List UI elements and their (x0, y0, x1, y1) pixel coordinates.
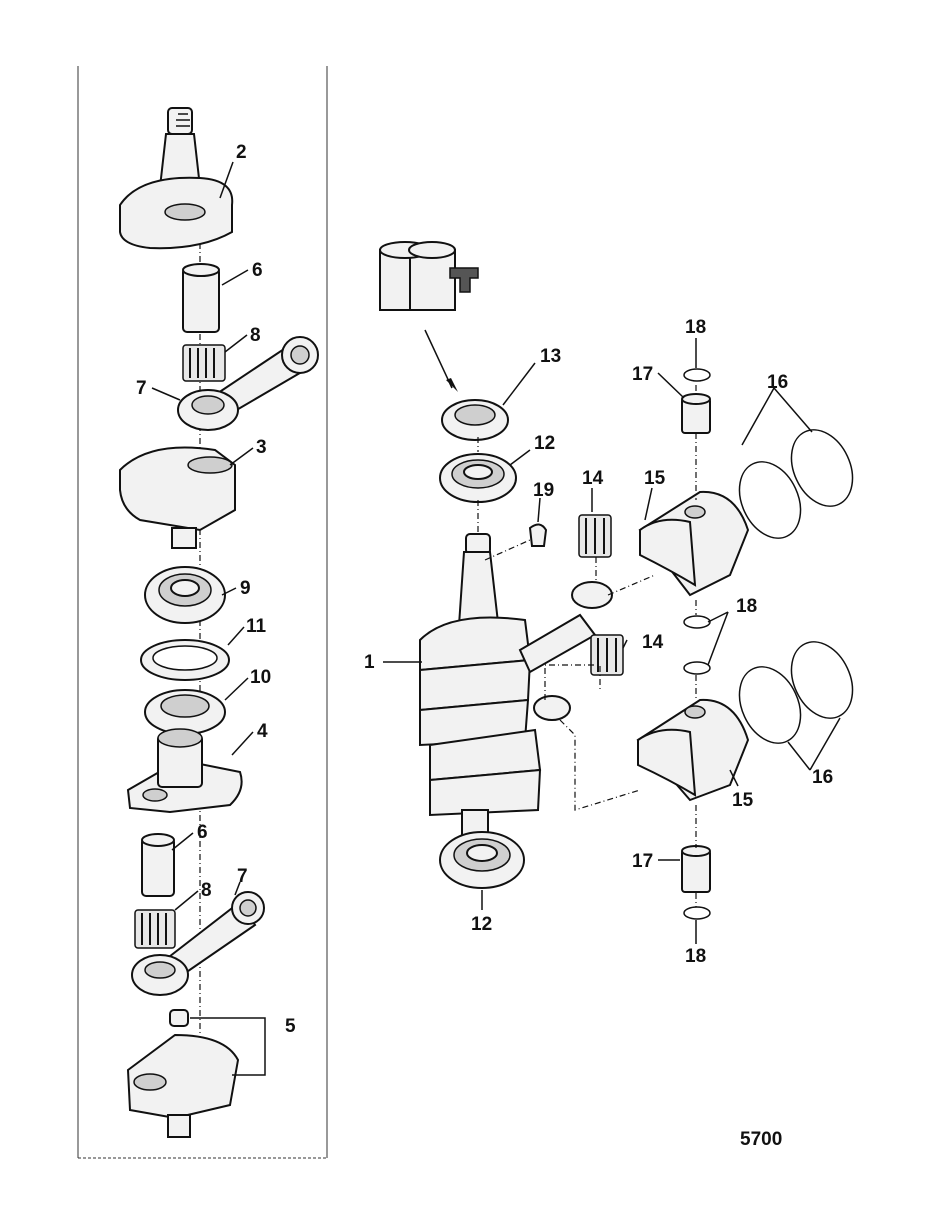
needle-bearing-lower-right (590, 634, 624, 676)
connecting-rod-lower (131, 891, 265, 996)
callout-15-lower: 15 (732, 790, 754, 811)
callout-18-top: 18 (685, 317, 706, 338)
bottom-crank-web (126, 1009, 240, 1138)
lower-main-bearing (439, 831, 525, 889)
callout-8: 8 (250, 325, 261, 346)
callout-16-lower: 16 (812, 767, 833, 788)
callout-7-lower: 7 (237, 866, 248, 887)
alignment-lines (477, 385, 697, 907)
crank-pin-lower (141, 833, 175, 897)
callout-19: 19 (533, 480, 554, 501)
needle-bearing-upper-right (578, 514, 612, 558)
callout-12-upper: 12 (534, 433, 555, 454)
callout-14-lower: 14 (642, 632, 664, 653)
needle-bearing-lower (134, 909, 176, 949)
callout-1: 1 (364, 652, 375, 673)
callout-2: 2 (236, 142, 247, 163)
callout-6-lower: 6 (197, 822, 208, 843)
callout-17-lower: 17 (632, 851, 653, 872)
figure-number: 5700 (740, 1129, 782, 1150)
upper-seal (441, 399, 509, 441)
callout-9: 9 (240, 578, 251, 599)
callout-13: 13 (540, 346, 561, 367)
seal-center (144, 689, 226, 735)
callout-5: 5 (285, 1016, 296, 1037)
seal-detail-inset (379, 241, 479, 392)
piston-upper (638, 490, 750, 597)
crank-web-upper (119, 446, 236, 549)
callout-8-lower: 8 (201, 880, 212, 901)
crank-web-lower (126, 728, 243, 814)
needle-bearing-upper (182, 344, 226, 382)
retaining-rings (683, 368, 711, 920)
connecting-rod-upper (177, 336, 319, 431)
crankshaft-assembly (419, 533, 613, 841)
woodruff-key (528, 523, 548, 547)
callout-4: 4 (257, 721, 268, 742)
crank-pin-upper (182, 263, 220, 333)
wrist-pin-upper (681, 393, 711, 434)
callout-18-bottom: 18 (685, 946, 706, 967)
callout-15-upper: 15 (644, 468, 666, 489)
leader-lines (151, 161, 841, 1076)
piston-rings-upper (738, 429, 854, 539)
callout-7: 7 (136, 378, 147, 399)
callout-10: 10 (250, 667, 271, 688)
callout-labels: 2 6 8 7 3 9 11 10 4 6 8 7 5 13 12 19 14 … (136, 142, 833, 1037)
wrist-pin-lower (681, 845, 711, 893)
callout-3: 3 (256, 437, 267, 458)
ball-bearing-center (144, 566, 226, 624)
callout-14-upper: 14 (582, 468, 604, 489)
callout-11: 11 (246, 616, 267, 637)
piston-rings-lower (738, 641, 854, 744)
upper-main-bearing (439, 453, 517, 503)
callout-6: 6 (252, 260, 263, 281)
upper-crank-section (119, 107, 234, 250)
callout-12-lower: 12 (471, 914, 492, 935)
left-panel-frame (77, 66, 328, 1159)
callout-16-upper: 16 (767, 372, 788, 393)
thrust-ring (140, 639, 230, 681)
piston-lower (636, 698, 750, 802)
callout-18-middle: 18 (736, 596, 757, 617)
callout-17-upper: 17 (632, 364, 653, 385)
